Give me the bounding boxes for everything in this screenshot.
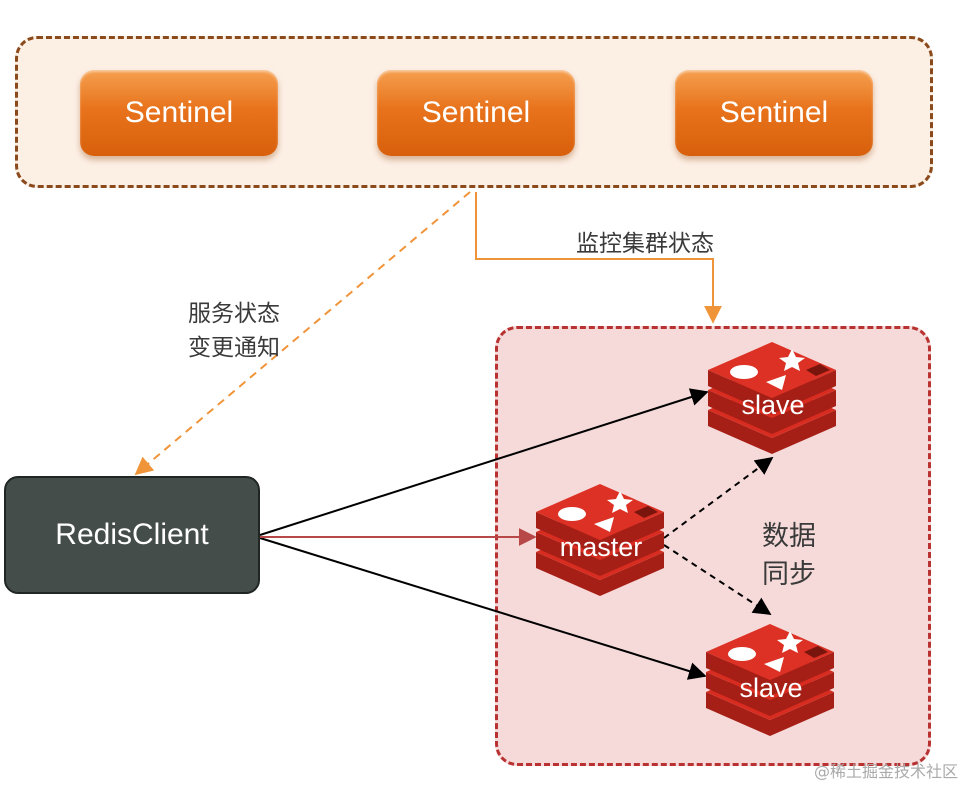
sync-label-line1: 数据 xyxy=(762,521,816,552)
master-label: master xyxy=(559,532,643,562)
redis-client-node[interactable]: RedisClient xyxy=(4,476,260,594)
slave-2-label: slave xyxy=(739,673,803,703)
client-to-slave-1-arrow xyxy=(259,388,709,536)
sentinel-node-3[interactable]: Sentinel xyxy=(675,70,873,156)
monitor-label: 监控集群状态 xyxy=(576,231,714,257)
notify-arrow xyxy=(134,191,471,476)
monitor-arrow xyxy=(475,192,722,324)
notify-label-line1: 服务状态 xyxy=(188,301,280,327)
sentinel-node-1[interactable]: Sentinel xyxy=(80,70,278,156)
sync-to-slave-2-arrow xyxy=(663,544,772,615)
notify-label-line2: 变更通知 xyxy=(188,335,280,361)
sync-label-line2: 同步 xyxy=(762,559,816,590)
slave-1-label: slave xyxy=(741,390,805,420)
watermark: @稀土掘金技术社区 xyxy=(813,762,958,781)
sentinel-node-2[interactable]: Sentinel xyxy=(377,70,575,156)
client-to-slave-2-arrow xyxy=(259,537,707,680)
sync-to-slave-1-arrow xyxy=(663,456,774,539)
